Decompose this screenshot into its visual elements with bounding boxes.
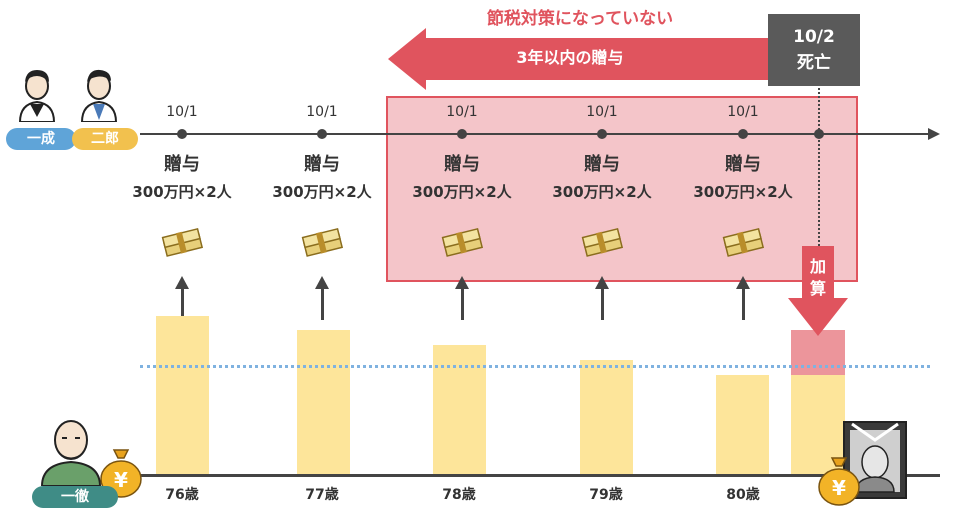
gift-amount: 300万円×2人 (552, 183, 652, 201)
gift-label: 贈与 (444, 154, 480, 175)
money-bag-icon: ¥ (818, 457, 860, 506)
heir-2-name: 二郎 (72, 128, 138, 150)
estate-bar (297, 330, 350, 474)
reference-dotted-line (140, 365, 930, 368)
gift-label: 贈与 (164, 154, 200, 175)
estate-bar (580, 360, 633, 474)
money-bundle-icon (301, 227, 344, 257)
up-arrow-icon (736, 276, 750, 289)
gift-date: 10/1 (306, 104, 338, 120)
gift-label: 贈与 (304, 154, 340, 175)
add-label: 加算 (809, 257, 826, 298)
gift-date: 10/1 (166, 104, 198, 120)
svg-text:¥: ¥ (832, 476, 846, 500)
banner-label: 3年以内の贈与 (516, 48, 624, 67)
up-arrow-shaft (461, 288, 464, 320)
svg-text:¥: ¥ (114, 468, 128, 492)
donor-avatar-icon (40, 420, 102, 486)
death-dotted-line (818, 88, 820, 258)
money-bundle-icon (441, 227, 484, 257)
baseline (140, 474, 940, 477)
money-bundle-icon (161, 227, 204, 257)
money-bundle-icon (722, 227, 765, 257)
gift-amount: 300万円×2人 (132, 183, 232, 201)
age-label: 79歳 (589, 487, 623, 503)
up-arrow-icon (595, 276, 609, 289)
up-arrow-icon (175, 276, 189, 289)
timeline-dot (457, 129, 467, 139)
heir-2-avatar-icon (80, 69, 118, 122)
death-box: 10/2 死亡 (768, 14, 860, 86)
gift-date: 10/1 (446, 104, 478, 120)
banner-title: 節税対策になっていない (486, 9, 674, 29)
timeline-dot (597, 129, 607, 139)
estate-bar (716, 375, 769, 474)
death-date: 10/2 (793, 27, 835, 47)
age-label: 78歳 (442, 487, 476, 503)
death-dot (814, 129, 824, 139)
age-label: 80歳 (726, 487, 760, 503)
death-text: 死亡 (797, 53, 831, 73)
up-arrow-shaft (321, 288, 324, 320)
timeline-dot (738, 129, 748, 139)
up-arrow-shaft (742, 288, 745, 320)
estate-bar (156, 316, 209, 474)
money-bundle-icon (581, 227, 624, 257)
gift-amount: 300万円×2人 (412, 183, 512, 201)
heir-1-name: 一成 (6, 128, 76, 150)
gift-date: 10/1 (727, 104, 759, 120)
donor-name: 一徹 (32, 486, 118, 508)
gift-amount: 300万円×2人 (693, 183, 793, 201)
age-label: 76歳 (165, 487, 199, 503)
up-arrow-icon (315, 276, 329, 289)
heir-1-avatar-icon (18, 70, 56, 122)
up-arrow-icon (455, 276, 469, 289)
add-down-arrow (788, 246, 848, 336)
timeline-dot (177, 129, 187, 139)
gift-label: 贈与 (584, 154, 620, 175)
gift-label: 贈与 (725, 154, 761, 175)
gift-date: 10/1 (586, 104, 618, 120)
timeline-arrowhead (928, 128, 940, 140)
up-arrow-shaft (601, 288, 604, 320)
left-arrow-banner (388, 28, 768, 90)
gift-amount: 300万円×2人 (272, 183, 372, 201)
timeline (140, 133, 930, 135)
timeline-dot (317, 129, 327, 139)
age-label: 77歳 (305, 487, 339, 503)
up-arrow-shaft (181, 288, 184, 320)
